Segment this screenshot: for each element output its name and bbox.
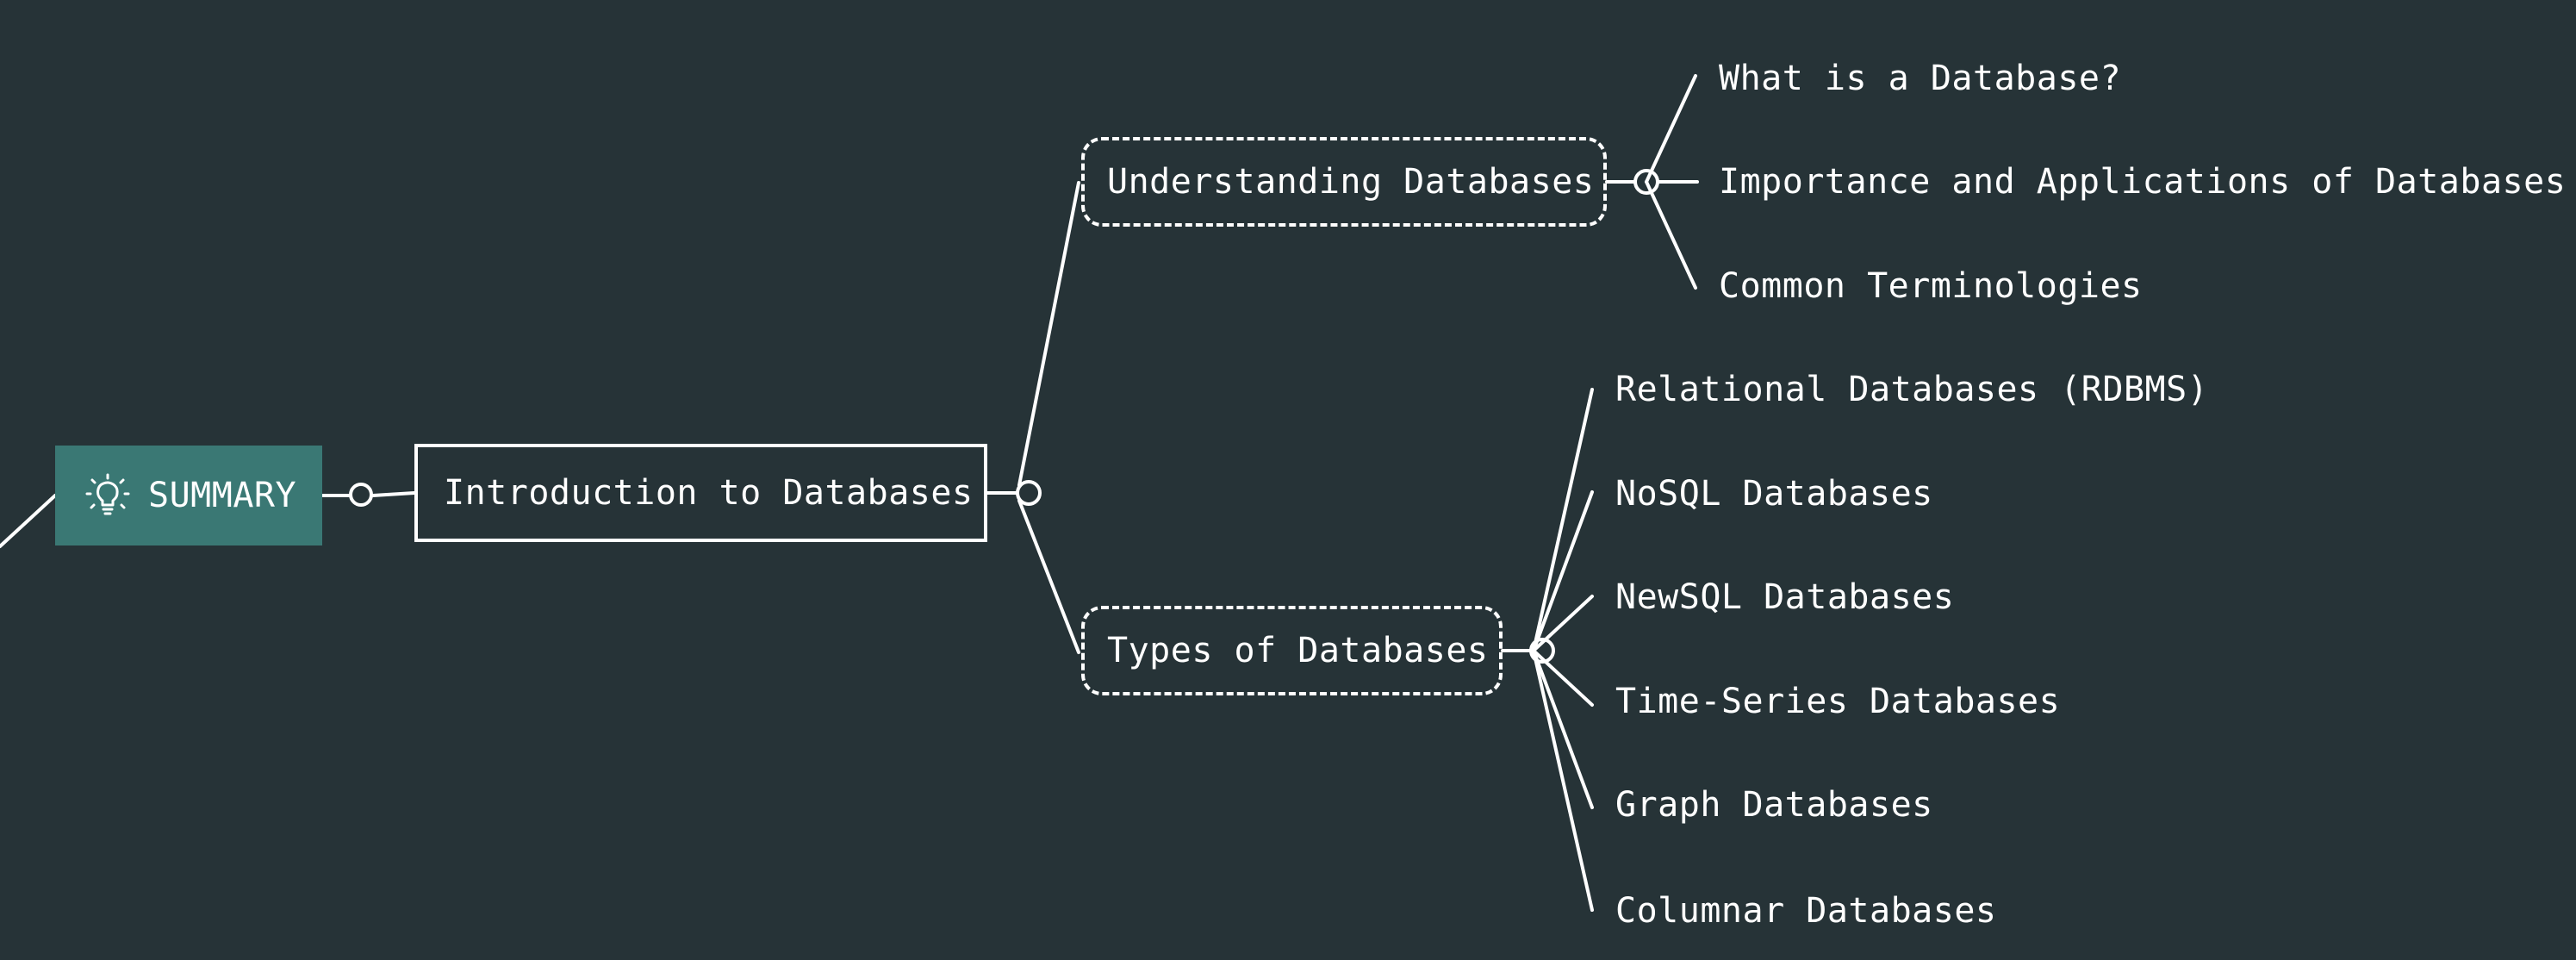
connector-offscreen-parent xyxy=(0,494,57,548)
leaf-node-common-terminologies[interactable]: Common Terminologies xyxy=(1719,266,2143,306)
connector-types-leaf-3 xyxy=(1532,595,1594,652)
connector-topic-types xyxy=(1017,499,1080,654)
connector-types-leaf-4 xyxy=(1532,649,1594,707)
topic-node-introduction[interactable]: Introduction to Databases xyxy=(414,444,987,542)
leaf-node-newsql[interactable]: NewSQL Databases xyxy=(1615,577,1955,617)
branch-node-label: Understanding Databases xyxy=(1107,162,1595,202)
leaf-node-nosql[interactable]: NoSQL Databases xyxy=(1615,474,1933,514)
branch-node-types[interactable]: Types of Databases xyxy=(1081,606,1503,695)
topic-node-label: Introduction to Databases xyxy=(444,473,974,513)
collapse-toggle-types xyxy=(1529,638,1555,664)
branch-node-label: Types of Databases xyxy=(1107,631,1489,670)
collapse-toggle-topic xyxy=(1016,480,1042,506)
lightbulb-icon xyxy=(85,473,130,515)
branch-node-understanding[interactable]: Understanding Databases xyxy=(1081,137,1607,227)
root-node-label: SUMMARY xyxy=(148,476,297,515)
connector-types-leaf-1 xyxy=(1532,388,1594,652)
root-node-summary[interactable]: SUMMARY xyxy=(55,446,322,545)
leaf-node-time-series[interactable]: Time-Series Databases xyxy=(1615,682,2061,721)
leaf-node-columnar[interactable]: Columnar Databases xyxy=(1615,891,1997,931)
connector-understanding-leaf-3 xyxy=(1645,180,1697,290)
connector-types-leaf-2 xyxy=(1532,490,1594,652)
leaf-node-graph[interactable]: Graph Databases xyxy=(1615,785,1933,825)
connector-summary-topic xyxy=(320,491,416,497)
collapse-toggle-summary xyxy=(349,483,373,507)
connector-types-leaf-5 xyxy=(1532,649,1594,809)
leaf-node-what-is-database[interactable]: What is a Database? xyxy=(1719,59,2122,98)
connector-understanding-leaf-1 xyxy=(1645,74,1697,184)
connector-types-leaf-6 xyxy=(1532,649,1594,912)
leaf-node-relational[interactable]: Relational Databases (RDBMS) xyxy=(1615,370,2209,409)
leaf-node-importance-applications[interactable]: Importance and Applications of Databases xyxy=(1719,162,2567,202)
connector-topic-understanding xyxy=(1017,181,1080,487)
